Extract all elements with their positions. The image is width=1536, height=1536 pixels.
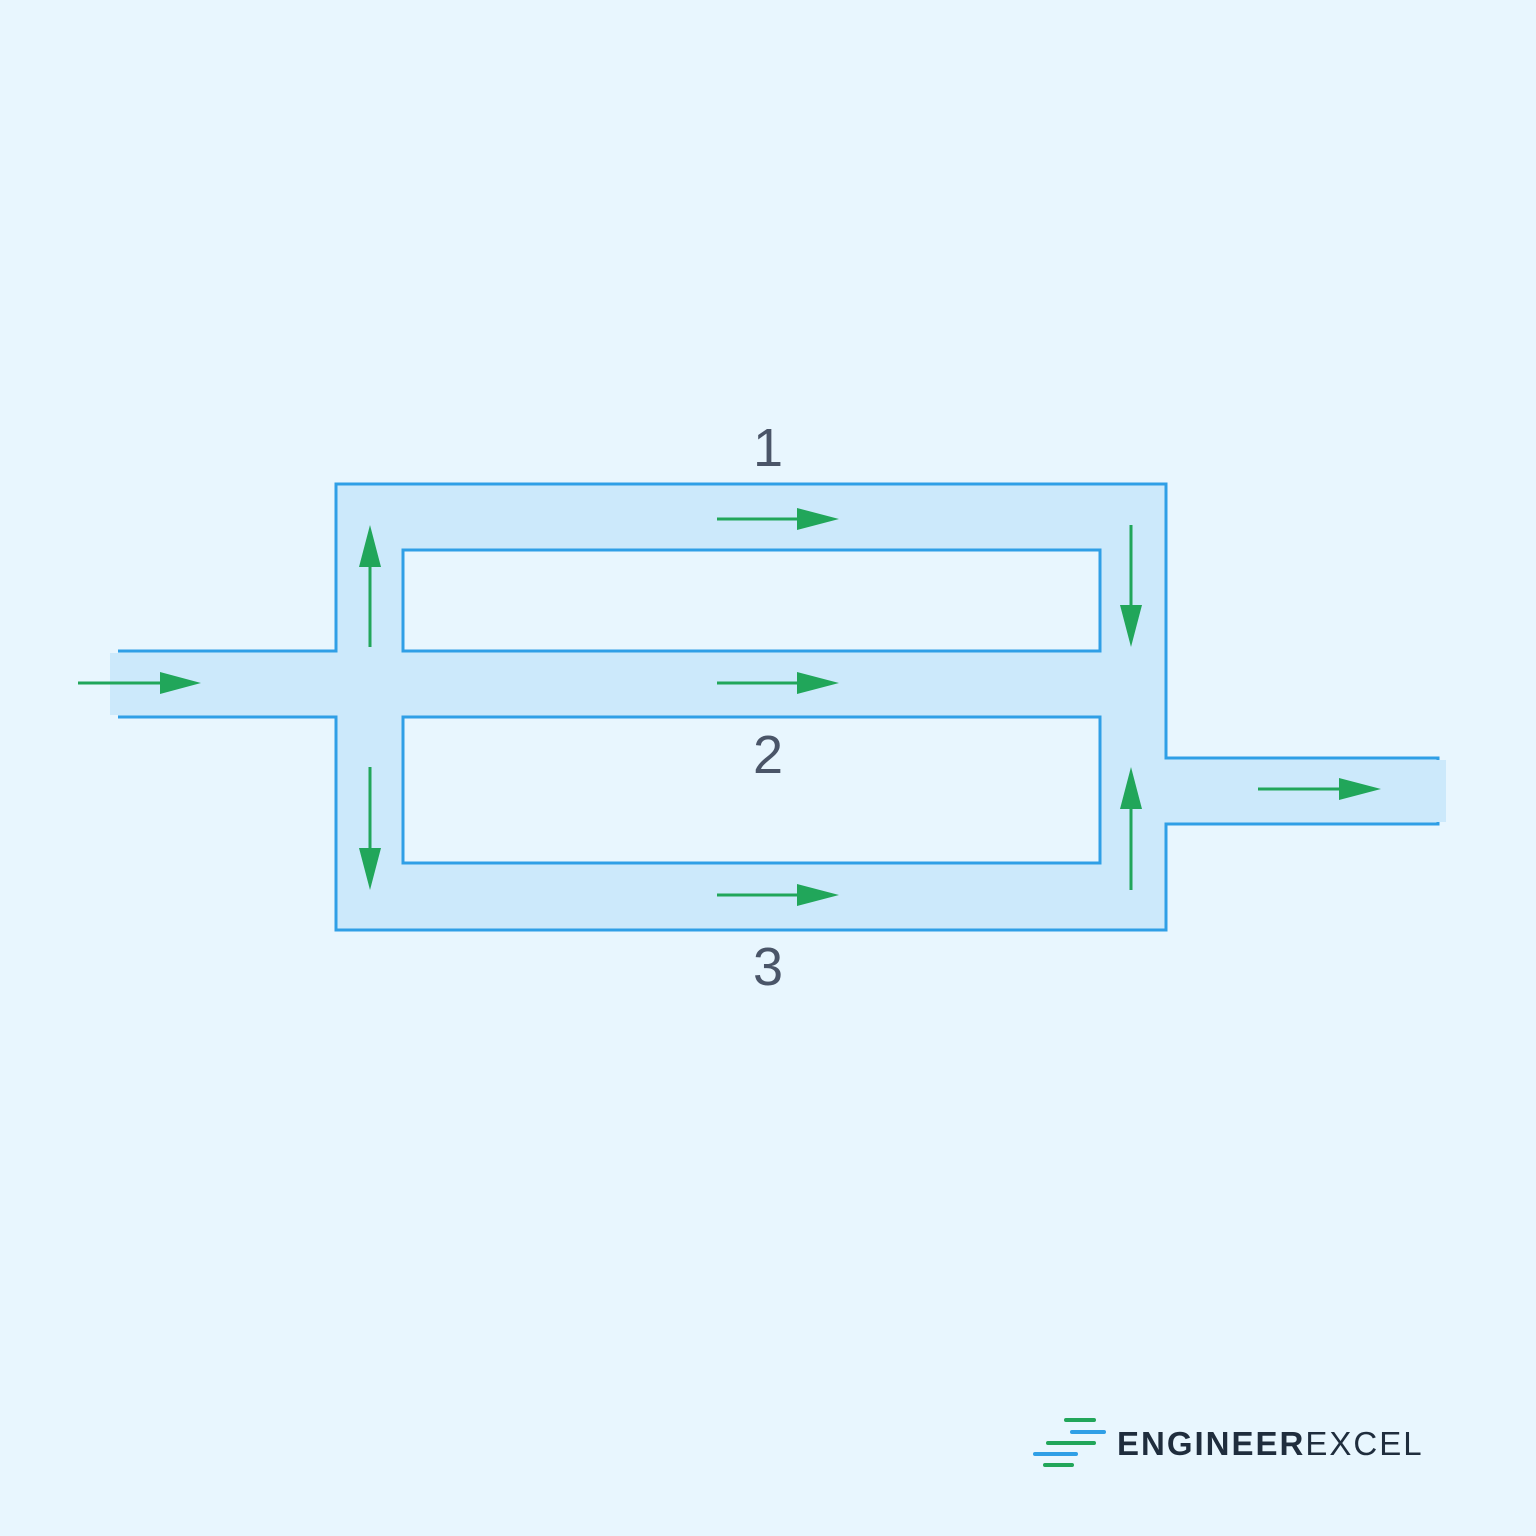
logo-part-bold: ENGINEER — [1117, 1425, 1305, 1462]
branch-1-label: 1 — [753, 418, 783, 478]
outlet-opening — [1436, 760, 1446, 822]
outlet-arrow — [1258, 778, 1381, 800]
engineerexcel-logo: ENGINEEREXCEL — [1033, 1418, 1424, 1467]
branch-2-arrow — [717, 672, 839, 694]
speed-lines-icon — [1033, 1418, 1106, 1467]
right-junction-down-arrow — [1120, 525, 1142, 647]
branch-2-label: 2 — [753, 725, 783, 785]
left-junction-up-arrow — [359, 525, 381, 647]
branch-3-arrow — [717, 884, 839, 906]
lower-island — [401, 715, 1102, 865]
inlet-arrow — [78, 672, 201, 694]
upper-island — [401, 548, 1102, 653]
logo-wordmark: ENGINEEREXCEL — [1117, 1425, 1424, 1462]
logo-part-light: EXCEL — [1305, 1425, 1423, 1462]
right-junction-up-arrow — [1120, 767, 1142, 890]
left-junction-down-arrow — [359, 767, 381, 890]
branch-3-label: 3 — [753, 937, 783, 997]
branch-1-arrow — [717, 508, 839, 530]
